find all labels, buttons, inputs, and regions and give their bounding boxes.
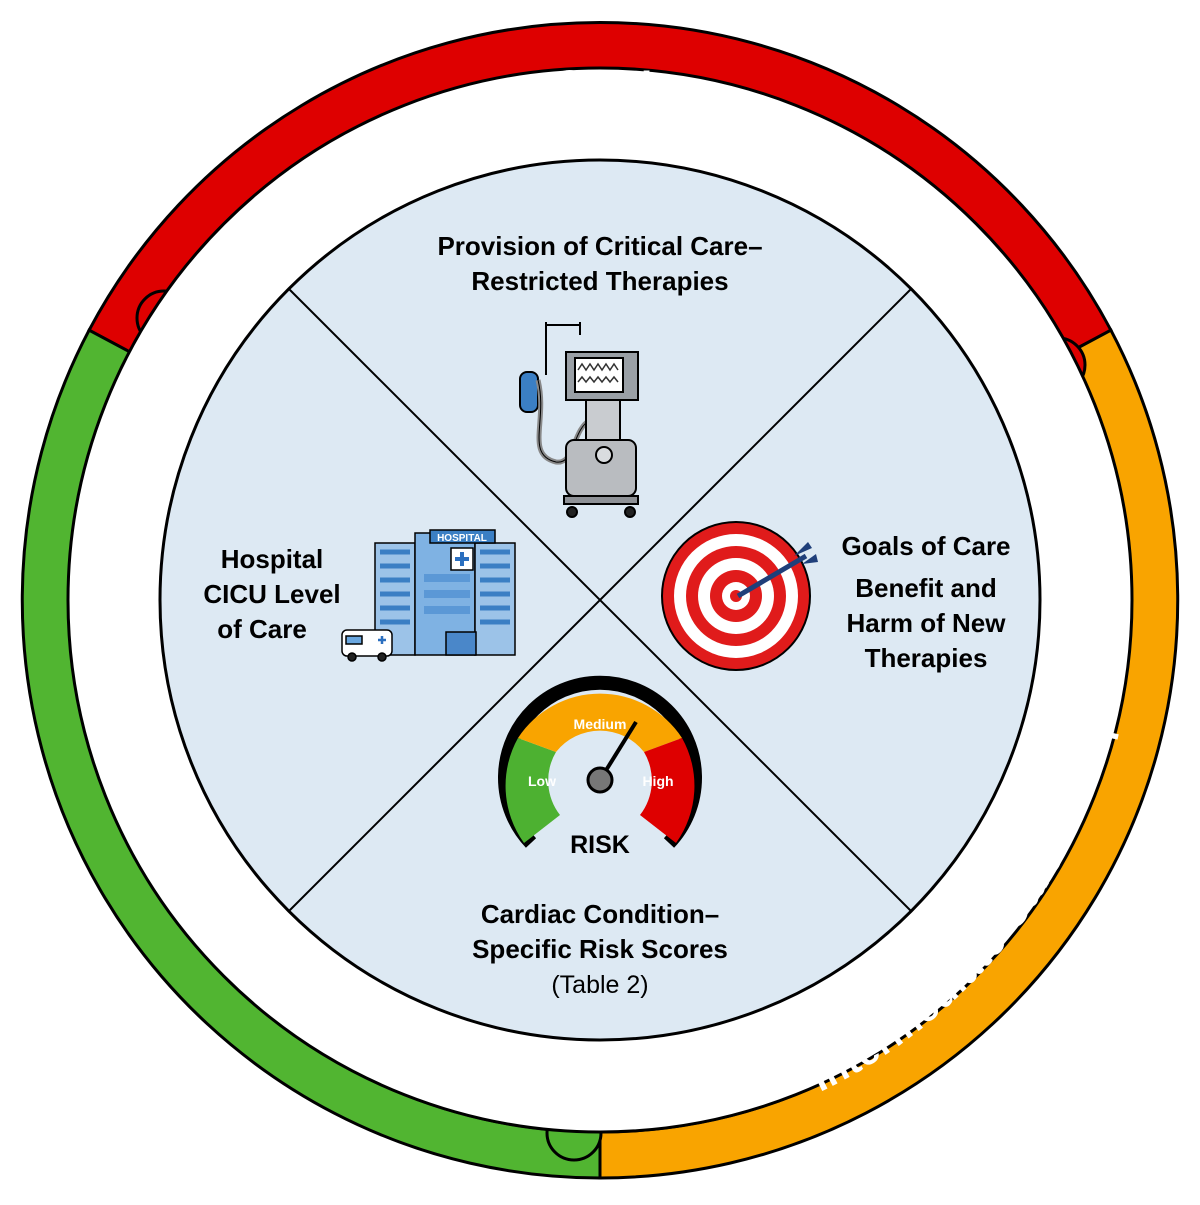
bottom-quadrant-line2: Specific Risk Scores <box>472 934 728 964</box>
gauge-caption: RISK <box>570 831 630 859</box>
target-icon <box>661 521 818 671</box>
left-quadrant-line2: CICU Level <box>203 579 340 609</box>
right-quadrant-line1: Benefit and <box>855 573 997 603</box>
top-quadrant-line1: Provision of Critical Care– <box>437 231 762 261</box>
gauge-low-label: Low <box>528 773 556 789</box>
ventilator-icon <box>519 322 639 518</box>
divider-line-2 <box>288 288 912 912</box>
risk-gauge-icon: Low Medium High RISK <box>498 675 702 859</box>
bottom-quadrant-line1: Cardiac Condition– <box>481 899 719 929</box>
top-quadrant-line2: Restricted Therapies <box>471 266 728 296</box>
gauge-medium-label: Medium <box>574 716 627 732</box>
left-quadrant-line3: of Care <box>217 614 307 644</box>
cicu-label: CICU <box>554 63 652 107</box>
left-quadrant-line1: Hospital <box>221 544 324 574</box>
bottom-quadrant-line3: (Table 2) <box>551 971 648 999</box>
right-quadrant-line2: Harm of New <box>847 608 1007 638</box>
hospital-icon: HOSPITAL <box>341 529 516 662</box>
gauge-high-label: High <box>642 773 673 789</box>
hospital-sign: HOSPITAL <box>437 533 487 544</box>
right-quadrant-line3: Therapies <box>865 643 988 673</box>
right-quadrant-goals: Goals of Care <box>841 531 1010 561</box>
